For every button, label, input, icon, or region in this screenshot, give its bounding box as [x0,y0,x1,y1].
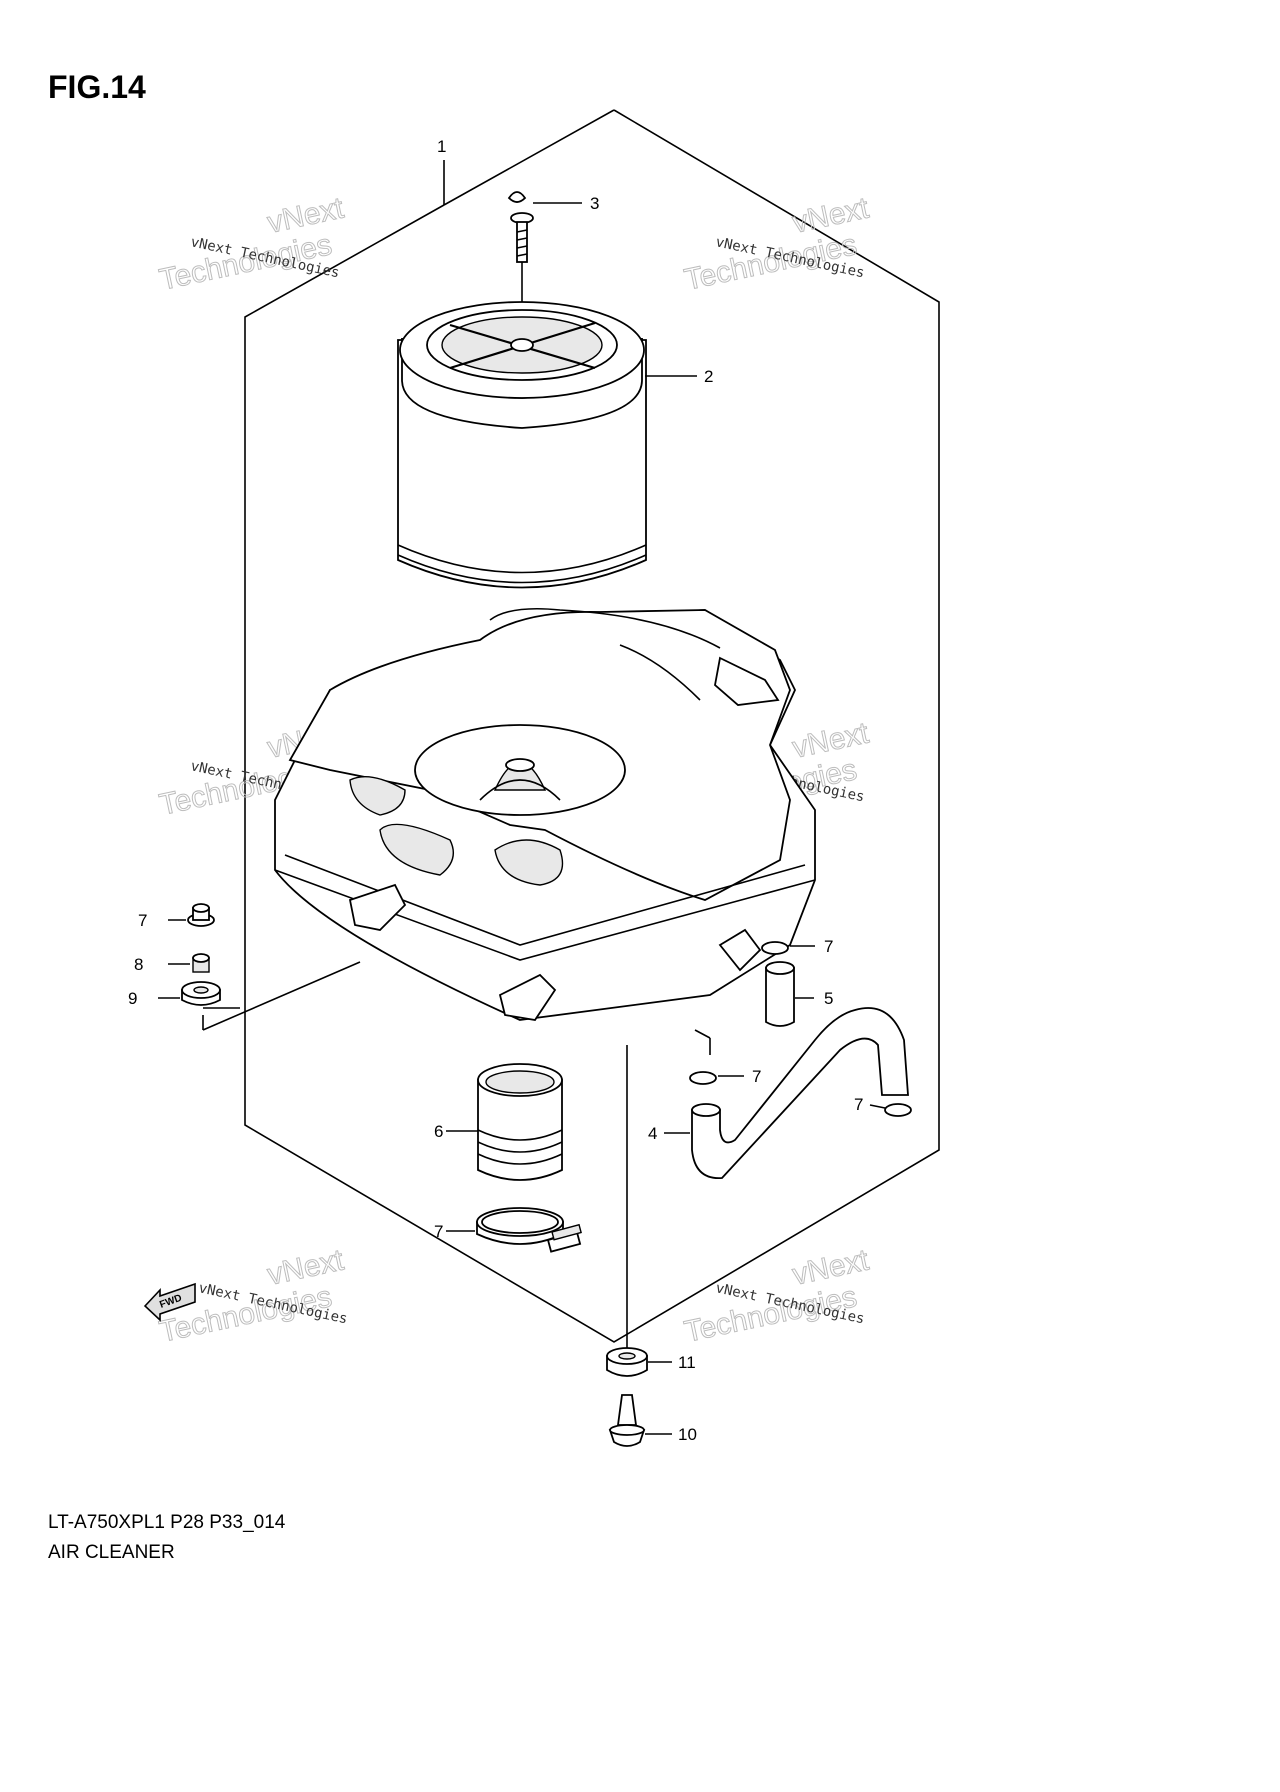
assembly-outline [244,109,940,1343]
hose-clamp-part-upper[interactable] [761,941,789,955]
callout-13[interactable]: 11 [678,1353,696,1372]
figure-title: FIG.14 [48,69,146,105]
callout-9[interactable]: 7 [138,911,147,930]
short-hose-part[interactable] [765,961,795,1027]
hose-clamp-part-middle[interactable] [689,1071,717,1085]
spacer-part[interactable] [192,953,210,973]
callout-11[interactable]: 9 [128,989,137,1008]
callout-7a[interactable]: 7 [824,937,833,956]
callout-5[interactable]: 5 [824,989,833,1008]
filter-element-part[interactable] [397,262,647,589]
callout-7c[interactable]: 7 [854,1095,863,1114]
outlet-tube-part[interactable] [477,1063,563,1181]
callout-8[interactable]: 7 [434,1222,443,1241]
grommet-part[interactable] [606,1347,648,1377]
callout-6[interactable]: 6 [434,1122,443,1141]
callout-3[interactable]: 3 [590,194,599,213]
callout-12[interactable]: 10 [678,1425,697,1444]
callout-1[interactable]: 1 [437,137,446,156]
callout-4[interactable]: 4 [648,1124,657,1143]
watermark-top-left: vNext Technologies vNext Technologies [156,191,348,297]
hose-clamp-part-right[interactable] [884,1103,912,1117]
axis-line-hose [694,1029,711,1039]
callout-10[interactable]: 8 [134,955,143,974]
cushion-part[interactable] [181,981,221,1006]
callout-7b[interactable]: 7 [752,1067,761,1086]
watermark-bottom-right: vNext Technologies vNext Technologies [681,1243,873,1349]
wing-bolt-part[interactable] [507,191,534,263]
callout-2[interactable]: 2 [704,367,713,386]
assembly-outline-segment [443,109,615,206]
axis-line-cushion-diag [202,961,361,1031]
forward-direction-arrow: FWD [143,1282,196,1322]
drain-plug-part[interactable] [608,1394,646,1447]
watermark-top-right: vNext Technologies vNext Technologies [681,191,873,297]
long-hose-part[interactable] [691,1007,909,1179]
leader-line-7c [869,1104,886,1109]
air-box-housing[interactable] [274,607,816,1021]
figure-caption: AIR CLEANER [48,1542,175,1563]
model-code: LT-A750XPL1 P28 P33_014 [48,1512,286,1533]
band-clamp-part[interactable] [476,1207,582,1253]
bolt-part[interactable] [187,903,215,927]
